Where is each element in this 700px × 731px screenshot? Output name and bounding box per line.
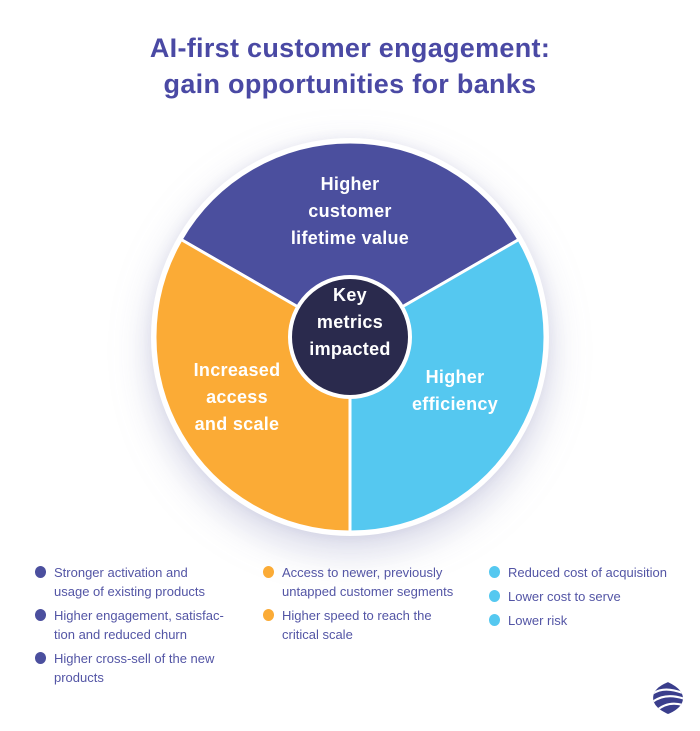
list-item-text: Stronger activation and usage of existin…: [54, 563, 205, 601]
list-item-text: Higher cross-sell of the new products: [54, 649, 214, 687]
list-item-text: Higher engagement, satisfac- tion and re…: [54, 606, 224, 644]
list-item-text: Lower cost to serve: [508, 587, 621, 606]
segment-label-line: customer: [308, 201, 392, 221]
center-label: Key metrics impacted: [130, 282, 570, 363]
center-label-line: impacted: [309, 339, 391, 359]
page-title: AI-first customer engagement: gain oppor…: [0, 30, 700, 102]
list-item: Lower cost to serve: [489, 587, 694, 606]
list-column-access-scale: Access to newer, previously untapped cus…: [263, 563, 478, 649]
bullet-icon: [489, 590, 500, 602]
list-item-line: products: [54, 670, 104, 685]
list-item-text: Lower risk: [508, 611, 567, 630]
page-title-line2: gain opportunities for banks: [163, 69, 537, 99]
list-item: Lower risk: [489, 611, 694, 630]
list-item-line: Access to newer, previously: [282, 565, 443, 580]
segment-label-access-scale: Increased access and scale: [157, 357, 317, 438]
list-item-line: Higher speed to reach the: [282, 608, 432, 623]
list-item-line: Lower risk: [508, 613, 568, 628]
list-item: Higher engagement, satisfac- tion and re…: [35, 606, 250, 644]
bullet-icon: [489, 566, 500, 578]
list-item-text: Access to newer, previously untapped cus…: [282, 563, 453, 601]
segment-label-line: Increased: [193, 360, 281, 380]
segment-label-efficiency: Higher efficiency: [375, 364, 535, 418]
list-item-line: Higher cross-sell of the new: [54, 651, 215, 666]
star-logo-icon: [653, 682, 683, 714]
list-item-text: Higher speed to reach the critical scale: [282, 606, 432, 644]
bullet-icon: [35, 609, 46, 621]
center-label-line: metrics: [316, 312, 384, 332]
segment-label-lifetime-value: Higher customer lifetime value: [130, 171, 570, 252]
list-item-line: Higher engagement, satisfac-: [54, 608, 224, 623]
bullet-icon: [35, 652, 46, 664]
pie-svg: [151, 138, 549, 536]
segment-label-line: lifetime value: [290, 228, 410, 248]
segment-label-line: efficiency: [411, 394, 499, 414]
bullet-icon: [35, 566, 46, 578]
segment-label-line: Higher: [320, 174, 380, 194]
list-item-text: Reduced cost of acquisition: [508, 563, 667, 582]
list-item-line: Stronger activation and: [54, 565, 188, 580]
list-item: Access to newer, previously untapped cus…: [263, 563, 478, 601]
bullet-icon: [263, 609, 274, 621]
list-column-lifetime-value: Stronger activation and usage of existin…: [35, 563, 250, 692]
segment-label-line: access: [206, 387, 268, 407]
list-item-line: usage of existing products: [54, 584, 206, 599]
bullet-icon: [489, 614, 500, 626]
list-item: Reduced cost of acquisition: [489, 563, 694, 582]
list-item-line: Lower cost to serve: [508, 589, 621, 604]
list-item: Stronger activation and usage of existin…: [35, 563, 250, 601]
segment-label-line: Higher: [425, 367, 485, 387]
list-item-line: untapped customer segments: [282, 584, 454, 599]
list-item: Higher cross-sell of the new products: [35, 649, 250, 687]
segment-label-line: and scale: [194, 414, 280, 434]
bullet-icon: [263, 566, 274, 578]
list-item: Higher speed to reach the critical scale: [263, 606, 478, 644]
center-circle: [288, 275, 412, 399]
list-column-efficiency: Reduced cost of acquisition Lower cost t…: [489, 563, 694, 635]
center-label-line: Key: [333, 285, 367, 305]
list-item-line: tion and reduced churn: [54, 627, 187, 642]
list-item-line: Reduced cost of acquisition: [508, 565, 667, 580]
pie-chart: Higher customer lifetime value Increased…: [130, 117, 570, 557]
star-logo: [651, 681, 685, 715]
page-title-line1: AI-first customer engagement:: [149, 33, 551, 63]
list-item-line: critical scale: [282, 627, 353, 642]
